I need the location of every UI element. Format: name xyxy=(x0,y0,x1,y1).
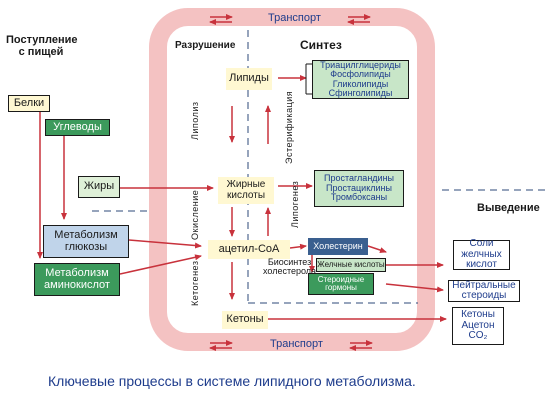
ketones-box: Кетоны xyxy=(222,311,268,329)
glucose-metabolism-box: Метаболизм глюкозы xyxy=(43,225,129,258)
eicosanoids-box: Простагландины Простациклины Тромбоксаны xyxy=(314,170,404,207)
fats-box: Жиры xyxy=(78,176,120,198)
center-arrows xyxy=(229,75,447,322)
synthesis-header: Синтез xyxy=(300,38,342,52)
lipogenesis-label: Липогенез xyxy=(290,180,300,228)
oxidation-label: Окисление xyxy=(190,189,200,240)
lipids-box: Липиды xyxy=(226,68,272,90)
intake-arrows xyxy=(37,112,214,275)
cholesterol-biosynthesis-label: Биосинтез холестерола xyxy=(263,257,317,277)
breakdown-header: Разрушение xyxy=(175,40,236,51)
transport-arrows-top xyxy=(209,14,371,25)
caption: Ключевые процессы в системе липидного ме… xyxy=(48,373,416,389)
complex-lipids-bracket xyxy=(305,63,312,95)
neutral-steroids-box: Нейтральные стероиды xyxy=(448,280,520,302)
esterification-label: Эстерификация xyxy=(284,90,294,164)
steroids-box: Стероидные гормоны xyxy=(308,273,374,295)
ketogenesis-label: Кетогенез xyxy=(190,260,200,306)
proteins-box: Белки xyxy=(8,95,50,112)
excretion-header: Выведение xyxy=(477,202,540,214)
lipolysis-label: Липолиз xyxy=(190,101,200,140)
transport-top-label: Транспорт xyxy=(268,12,321,24)
complex-lipids-box: Триацилглицериды Фосфолипиды Гликолипиды… xyxy=(312,60,409,99)
carbs-box: Углеводы xyxy=(45,119,110,136)
cholesterol-box: Холестерин xyxy=(308,238,368,255)
ketones-out-box: Кетоны Ацетон CO₂ xyxy=(452,307,504,345)
intake-header: Поступление с пищей xyxy=(6,34,78,58)
transport-arrows-bottom xyxy=(209,340,373,351)
acetyl-coa-box: ацетил-СоА xyxy=(208,240,290,259)
transport-bottom-label: Транспорт xyxy=(270,338,323,350)
fatty-acids-box: Жирные кислоты xyxy=(218,177,274,204)
amino-metabolism-box: Метаболизм аминокислот xyxy=(34,263,120,296)
bile-salts-box: Соли желчных кислот xyxy=(453,239,510,270)
bile-acids-box: Желчные кислоты xyxy=(316,258,386,272)
transport-ring xyxy=(149,8,435,351)
